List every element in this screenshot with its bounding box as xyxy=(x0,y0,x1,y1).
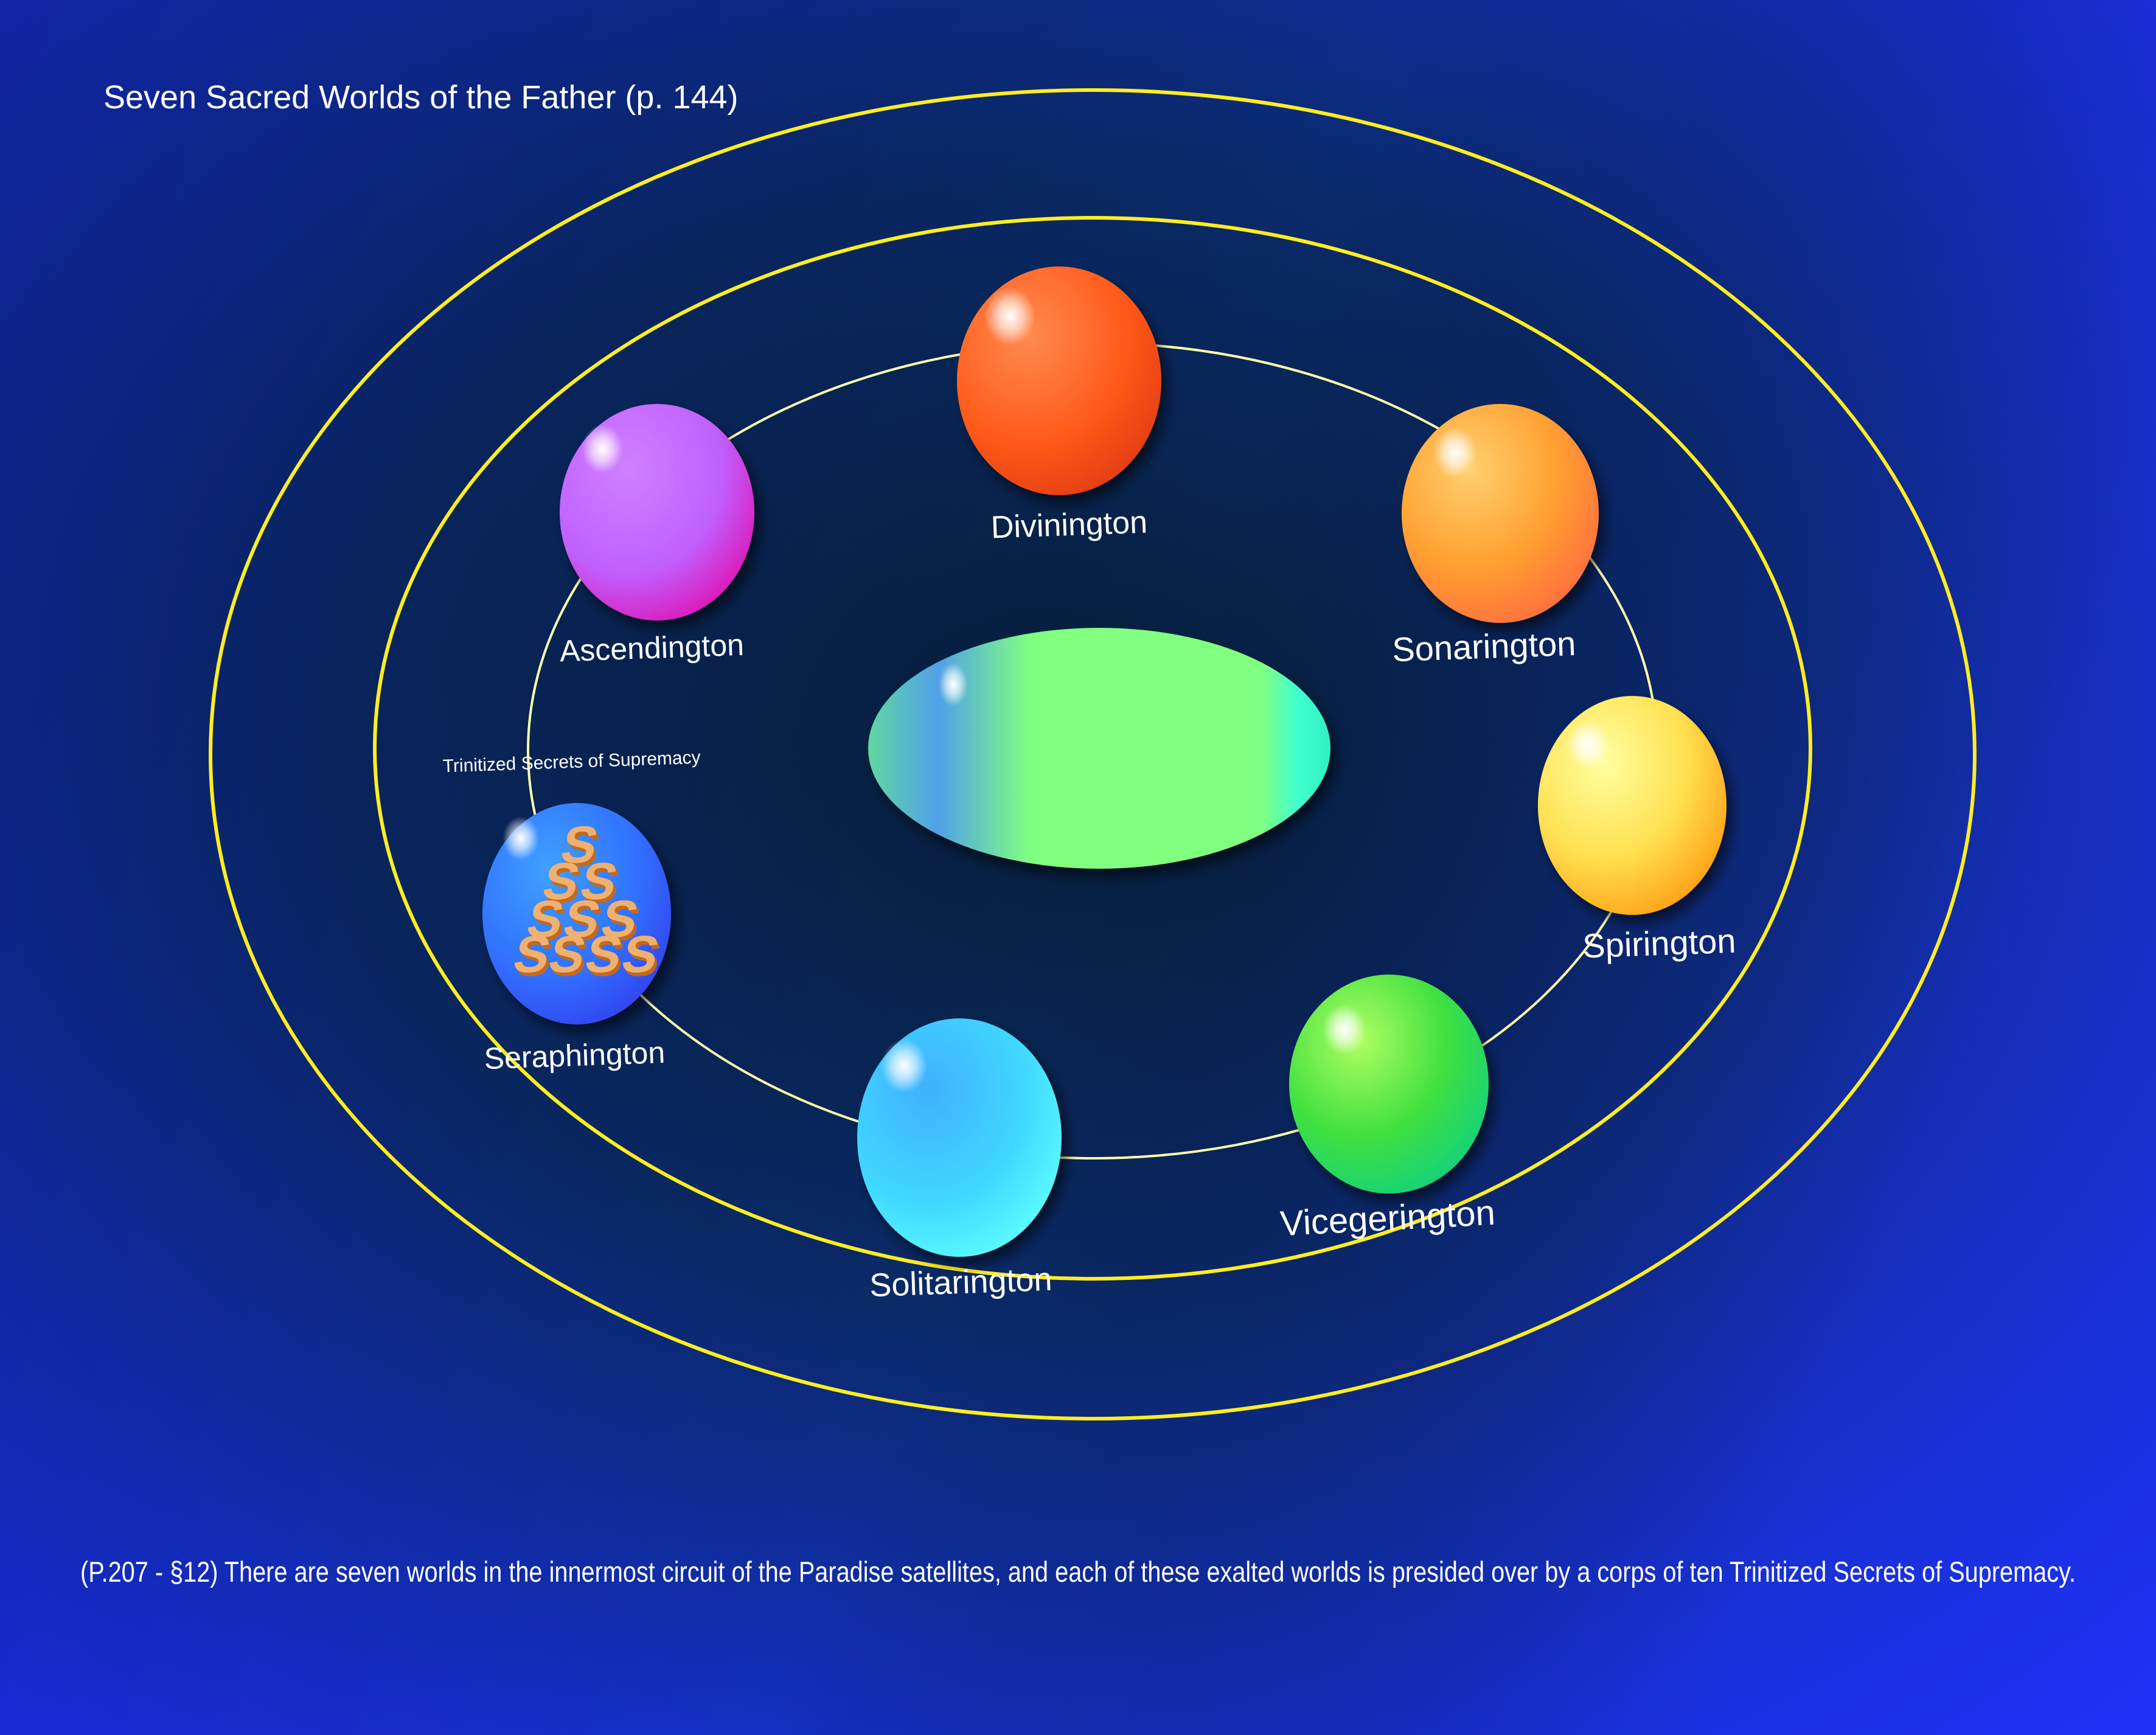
central-isle-highlight xyxy=(939,662,968,706)
label-ascendington: Ascendington xyxy=(559,628,745,669)
planet-highlight xyxy=(881,1039,927,1093)
label-seraphington: Seraphington xyxy=(484,1035,666,1076)
label-divinington: Divinington xyxy=(990,505,1148,546)
outer-orbit xyxy=(209,88,1977,1420)
planet-highlight xyxy=(1566,720,1610,769)
planet-spirington xyxy=(1538,696,1727,915)
world-solitarington: Solitarington xyxy=(857,1018,1062,1304)
planet-vicegerington xyxy=(1289,975,1489,1194)
planet-highlight xyxy=(1323,1004,1366,1055)
central-isle xyxy=(868,628,1330,869)
planet-highlight xyxy=(1433,427,1477,478)
world-divinington: Divinington xyxy=(957,266,1161,545)
planet-highlight xyxy=(984,287,1035,346)
planet-divinington xyxy=(957,266,1161,495)
planet-highlight xyxy=(502,816,539,860)
diagram-title: Seven Sacred Worlds of the Father (p. 14… xyxy=(103,79,739,116)
caption: (P.207 - §12) There are seven worlds in … xyxy=(80,1556,2076,1588)
planet-highlight xyxy=(582,425,623,473)
label-solitarington: Solitarington xyxy=(869,1261,1052,1304)
middle-orbit xyxy=(373,216,1812,1281)
world-sonarington: Sonarington xyxy=(1391,404,1599,669)
world-ascendington: Ascendington xyxy=(559,404,754,668)
world-vicegerington: Vicegerington xyxy=(1279,975,1496,1243)
planet-sonarington xyxy=(1402,404,1599,623)
label-spirington: Spirington xyxy=(1582,922,1736,965)
world-spirington: Spirington xyxy=(1538,696,1736,965)
label-sonarington: Sonarington xyxy=(1391,624,1576,669)
